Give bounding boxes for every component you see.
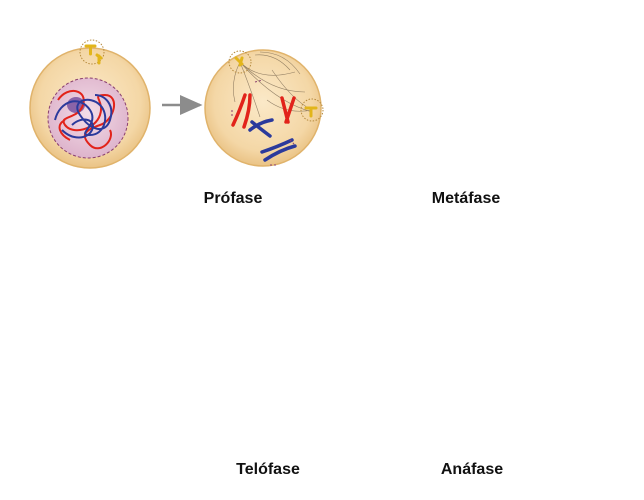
label-metaphase: Metáfase — [431, 190, 501, 207]
centrosome-zone-prophase-1 — [228, 50, 252, 74]
interphase-cell — [29, 39, 151, 169]
nucleus — [47, 77, 129, 159]
centrosome-icon — [234, 56, 244, 67]
chromatin-blue — [54, 94, 113, 139]
prophase-cell — [204, 49, 324, 167]
label-anaphase: Anáfase — [440, 461, 504, 478]
chromosome-red — [231, 93, 252, 129]
label-prophase: Prófase — [203, 190, 263, 207]
centrosome-icon — [304, 106, 318, 118]
centrosome-icon — [84, 44, 103, 65]
chromosome-blue — [248, 118, 274, 138]
label-telophase: Telófase — [236, 461, 300, 478]
chromosome-blue — [260, 138, 297, 162]
centrosome-zone — [79, 39, 105, 65]
centrosome-zone-prophase-2 — [300, 98, 324, 122]
chromatin-red — [57, 90, 115, 150]
chromosome-red — [280, 96, 296, 124]
